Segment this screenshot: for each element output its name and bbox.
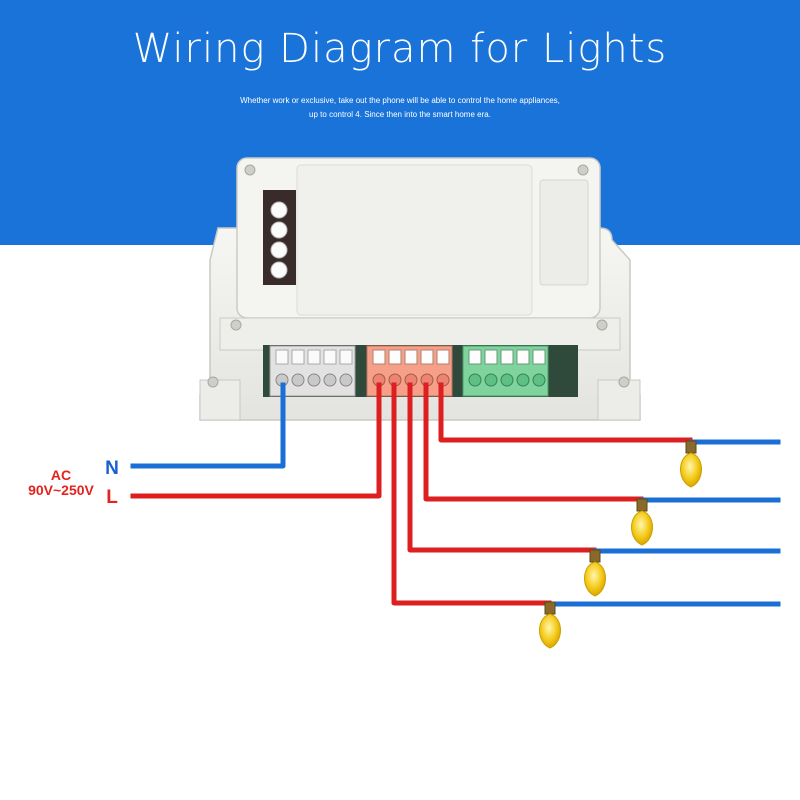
left-mount-ear [199,379,241,421]
neutral-wire [130,382,286,469]
output-wire-4 [391,382,552,606]
terminal-block-signal [462,345,549,397]
control-button-2 [270,221,288,239]
right-recess [539,179,589,286]
light-bulb-icon [631,498,653,546]
live-wire [130,382,382,499]
screw-hole [618,376,630,388]
screw-hole [207,376,219,388]
screw-hole [577,164,589,176]
output-wire-2 [423,382,644,502]
light-bulb-icon [584,549,606,597]
subtitle-line-1: Whether work or exclusive, take out the … [240,96,560,105]
live-label: L [106,487,118,508]
light-bulb-icon [539,601,561,649]
ac-label: AC [51,467,71,483]
control-button-1 [270,201,288,219]
cover-panel [296,164,533,316]
output-wire-3 [407,382,597,553]
screw-hole [596,319,608,331]
voltage-label: 90V~250V [28,482,94,498]
control-button-4 [270,261,288,279]
page-title: Wiring Diagram for Lights [132,26,668,72]
screw-hole [244,164,256,176]
light-bulb-icon [680,440,702,488]
switch-module [199,157,641,421]
control-button-3 [270,241,288,259]
right-mount-ear [597,379,641,421]
subtitle-line-2: up to control 4. Since then into the sma… [309,110,491,119]
output-wire-1 [438,382,693,443]
screw-hole [230,319,242,331]
neutral-label: N [105,458,119,479]
page-subtitle: Whether work or exclusive, take out the … [200,94,600,122]
